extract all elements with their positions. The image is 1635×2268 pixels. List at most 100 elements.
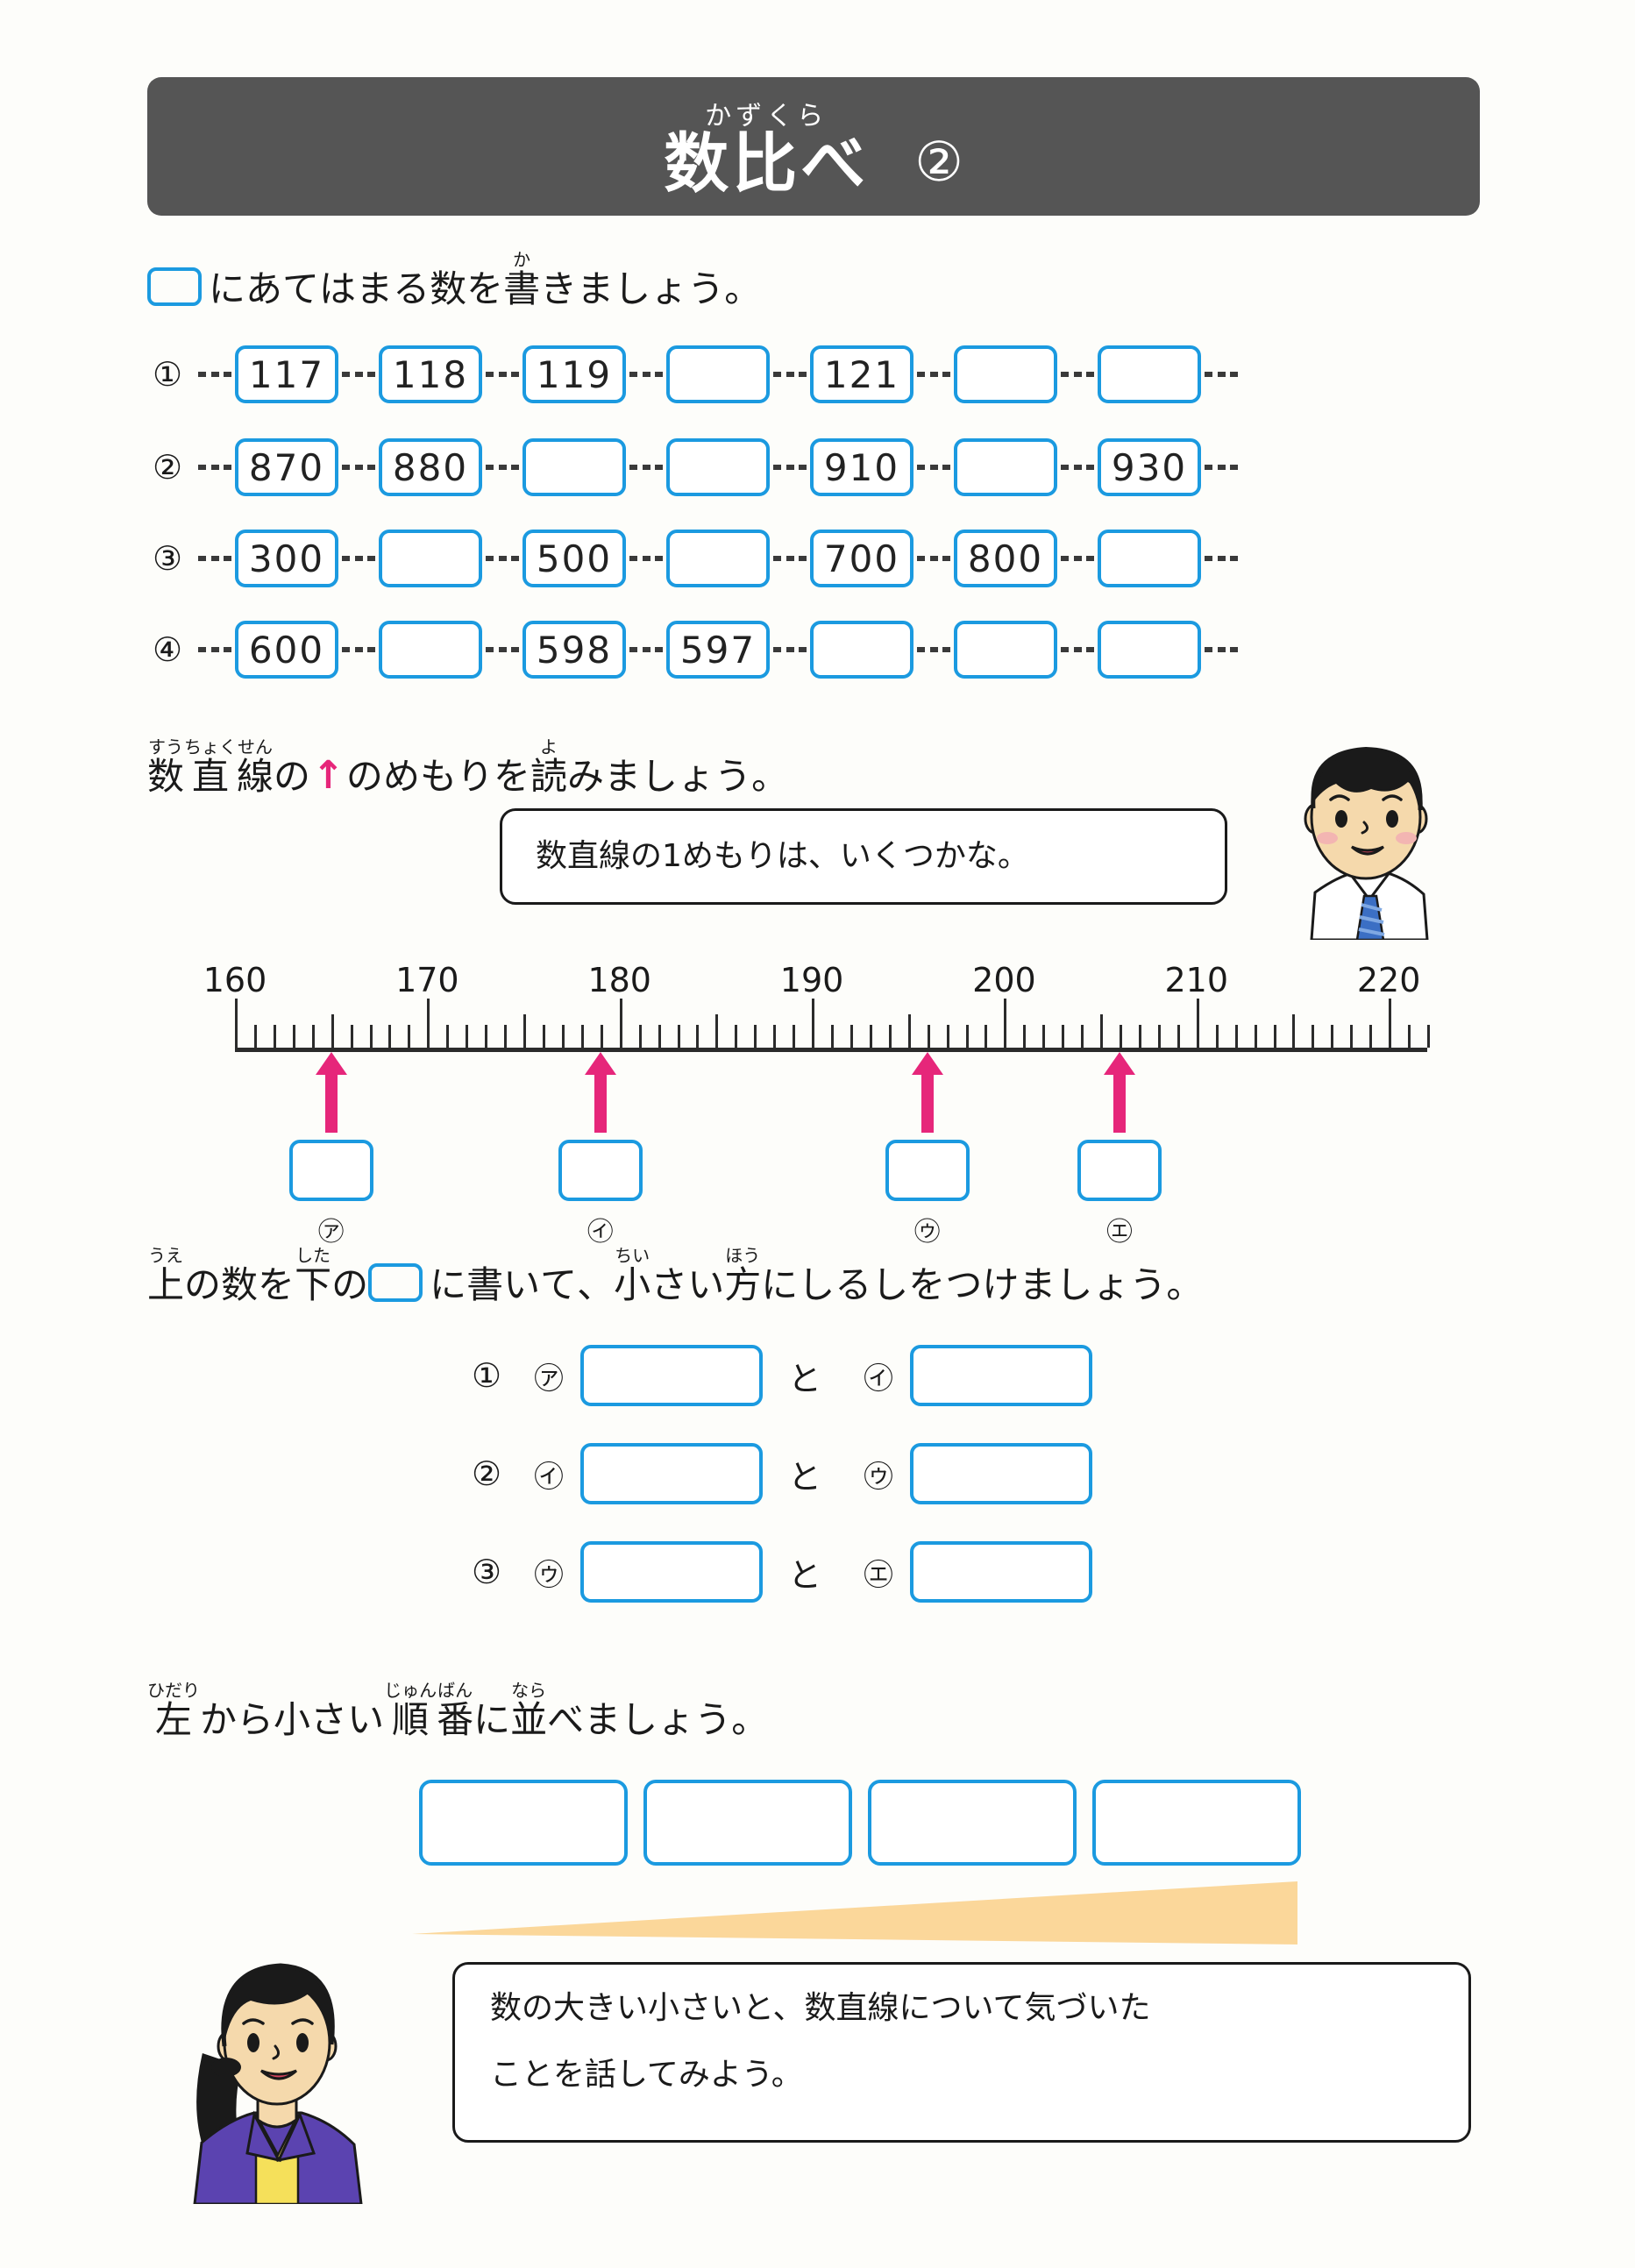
number-line-tick xyxy=(888,1025,892,1048)
dotted-connector xyxy=(1205,647,1238,652)
number-line-arrow-label: ㋑ xyxy=(586,1217,614,1248)
number-line-tick xyxy=(1312,1025,1315,1048)
sequence-blank-box[interactable] xyxy=(666,530,770,587)
sequence-blank-box[interactable] xyxy=(379,621,482,679)
boy-speech-text: 数直線の1めもりは、いくつかな。 xyxy=(536,838,1029,875)
number-line-tick-label: 170 xyxy=(395,961,459,999)
sequence-value-box: 800 xyxy=(954,530,1057,587)
comparison-right-input[interactable] xyxy=(910,1541,1092,1603)
dotted-connector xyxy=(917,556,950,561)
sequence-blank-box[interactable] xyxy=(954,345,1057,403)
female-teacher-illustration xyxy=(193,1963,363,2204)
number-line-tick xyxy=(600,1025,603,1048)
sequence-blank-box[interactable] xyxy=(954,438,1057,496)
ordering-answer-box[interactable] xyxy=(419,1780,628,1866)
dotted-connector xyxy=(486,465,519,470)
number-line-tick xyxy=(715,1014,719,1048)
sequence-value-box: 597 xyxy=(666,621,770,679)
number-line-answer-box[interactable] xyxy=(1077,1140,1162,1201)
number-line-tick xyxy=(677,1025,680,1048)
dotted-connector xyxy=(1061,647,1094,652)
number-line-tick xyxy=(946,1025,949,1048)
page-title: 数比べ xyxy=(664,126,870,203)
comparison-right-input[interactable] xyxy=(910,1345,1092,1406)
dotted-connector xyxy=(1061,372,1094,377)
ordering-answer-box[interactable] xyxy=(643,1780,852,1866)
number-line-tick xyxy=(1062,1025,1065,1048)
sequence-blank-box[interactable] xyxy=(810,621,913,679)
number-line-tick xyxy=(1331,1025,1334,1048)
number-line-tick xyxy=(1100,1014,1104,1048)
number-line-tick xyxy=(1369,1025,1373,1048)
increasing-size-wedge-icon xyxy=(412,1881,1297,1945)
number-line-pink-arrow-icon xyxy=(315,1052,347,1133)
sequence-blank-box[interactable] xyxy=(522,438,626,496)
sequence-value-box: 119 xyxy=(522,345,626,403)
section2-instruction: すう数 ちょく直 せん線 の ↑ の め も り を よ読 み ま し ょ う … xyxy=(147,736,789,798)
number-line-axis xyxy=(235,999,1430,1052)
sequence-row-index: ② xyxy=(152,448,183,487)
number-line-tick xyxy=(793,1025,796,1048)
number-line-tick-label: 210 xyxy=(1164,961,1229,999)
number-line-tick xyxy=(485,1025,488,1048)
dotted-connector xyxy=(198,647,231,652)
title-banner: かずくら 数比べ ② xyxy=(147,77,1480,216)
section4-instruction: ひだり左 か ら 小 さ い じゅん順 ばん番 に なら並 べ ま し ょ う … xyxy=(147,1680,769,1741)
sequence-blank-box[interactable] xyxy=(954,621,1057,679)
comparison-left-mark: ㋑ xyxy=(534,1459,564,1495)
comparison-joiner: と xyxy=(787,1359,821,1398)
comparison-right-input[interactable] xyxy=(910,1443,1092,1504)
comparison-left-input[interactable] xyxy=(580,1443,763,1504)
comparison-joiner: と xyxy=(787,1457,821,1497)
ordering-answer-box[interactable] xyxy=(868,1780,1077,1866)
comparison-left-input[interactable] xyxy=(580,1345,763,1406)
comparison-index: ① xyxy=(471,1356,502,1395)
comparison-right-mark: ㋒ xyxy=(864,1459,893,1495)
dotted-connector xyxy=(917,647,950,652)
number-line-tick xyxy=(1081,1025,1084,1048)
number-line-tick xyxy=(1234,1025,1238,1048)
sequence-blank-box[interactable] xyxy=(666,345,770,403)
up-arrow-icon: ↑ xyxy=(312,753,345,798)
number-line-answer-box[interactable] xyxy=(288,1140,373,1201)
sequence-blank-box[interactable] xyxy=(1098,621,1201,679)
number-line-pink-arrow-icon xyxy=(911,1052,943,1133)
number-line-tick xyxy=(735,1025,738,1048)
number-line-answer-box[interactable] xyxy=(885,1140,970,1201)
sequence-value-box: 121 xyxy=(810,345,913,403)
number-line-tick xyxy=(561,1025,565,1048)
ordering-answer-box[interactable] xyxy=(1092,1780,1301,1866)
comparison-left-input[interactable] xyxy=(580,1541,763,1603)
number-line-tick xyxy=(849,1025,853,1048)
sequence-value-box: 910 xyxy=(810,438,913,496)
comparison-right-mark: ㋑ xyxy=(864,1361,893,1397)
sequence-blank-box[interactable] xyxy=(379,530,482,587)
number-line-tick xyxy=(542,1025,545,1048)
sequence-blank-box[interactable] xyxy=(666,438,770,496)
number-line-answer-box[interactable] xyxy=(558,1140,643,1201)
sequence-blank-box[interactable] xyxy=(1098,345,1201,403)
inline-answer-box-icon-2 xyxy=(368,1263,423,1302)
number-line-tick xyxy=(927,1025,930,1048)
sequence-value-box: 117 xyxy=(235,345,338,403)
sequence-row-index: ① xyxy=(152,355,183,394)
dotted-connector xyxy=(917,465,950,470)
sequence-blank-box[interactable] xyxy=(1098,530,1201,587)
dotted-connector xyxy=(629,556,663,561)
number-line-tick-label: 190 xyxy=(779,961,844,999)
number-line-tick xyxy=(1408,1025,1411,1048)
number-line-tick xyxy=(773,1025,777,1048)
number-line-tick xyxy=(292,1025,295,1048)
sequence-row-index: ④ xyxy=(152,630,183,669)
sequence-value-box: 880 xyxy=(379,438,482,496)
dotted-connector xyxy=(1061,465,1094,470)
number-line-tick xyxy=(331,1014,334,1048)
dotted-connector xyxy=(917,372,950,377)
inline-answer-box-icon xyxy=(147,267,202,306)
teacher-speech-bubble: 数の大きい小さいと、数直線について気づいた ことを話してみよう。 xyxy=(452,1962,1471,2143)
comparison-left-mark: ㋒ xyxy=(534,1557,564,1593)
sequence-value-box: 300 xyxy=(235,530,338,587)
